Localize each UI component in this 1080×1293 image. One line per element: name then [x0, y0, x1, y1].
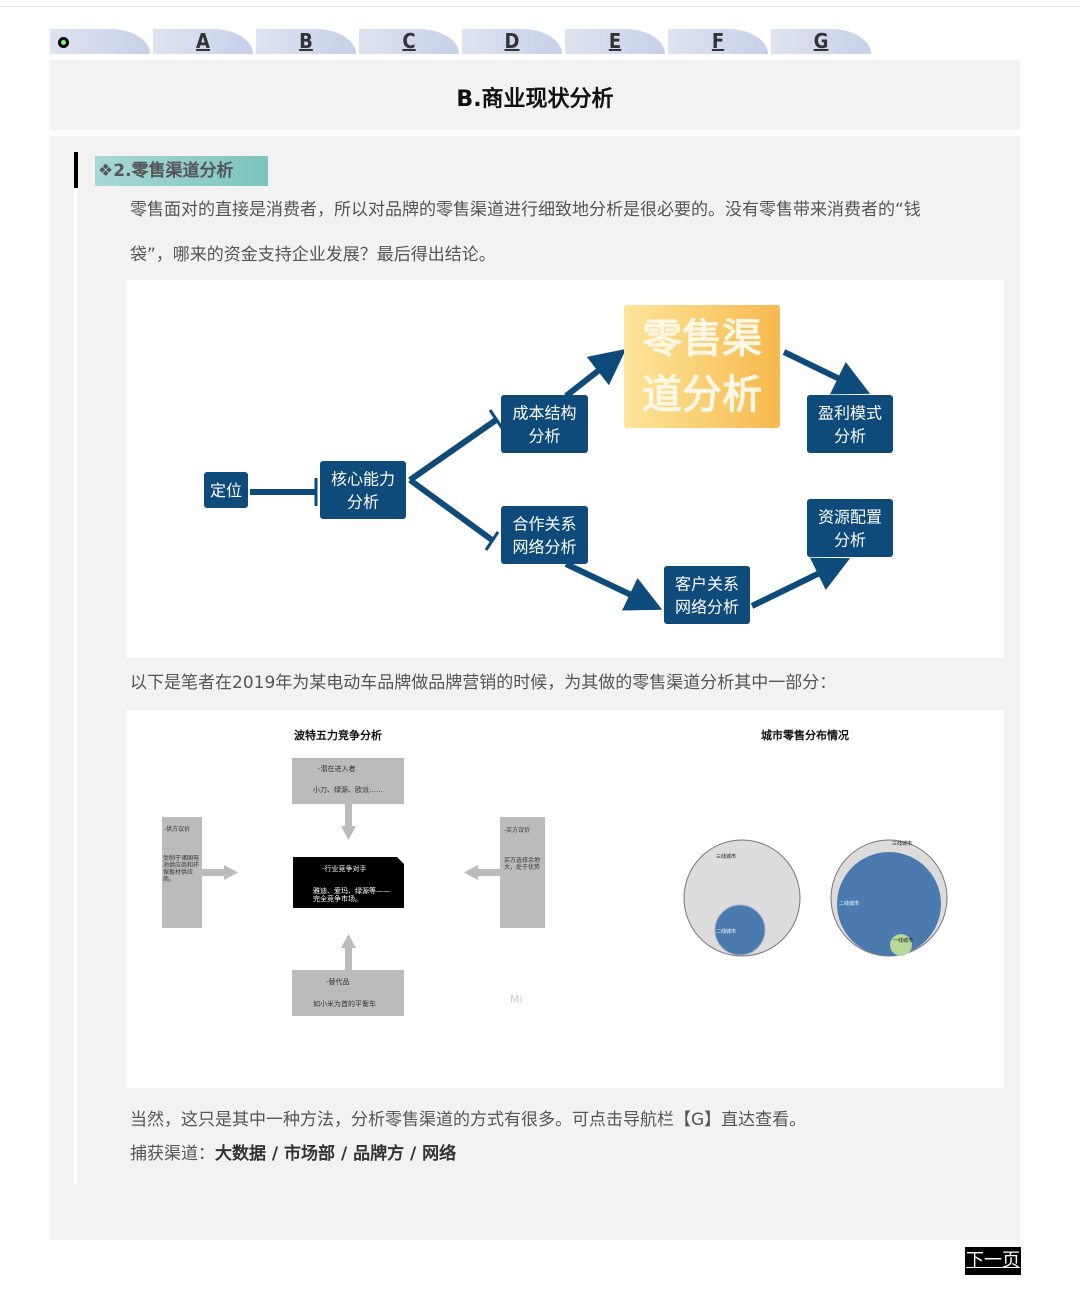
next-page-button[interactable]: 下一页 — [965, 1247, 1021, 1275]
node-resource — [807, 499, 893, 557]
node-resource-label: 资源配置 — [818, 508, 882, 527]
circle-tier3-left — [683, 839, 801, 957]
circle-tier2-left — [714, 904, 766, 956]
entrants-box — [292, 758, 404, 804]
node-partner-label: 网络分析 — [512, 538, 576, 557]
intro-text-1: 零售面对的直接是消费者，所以对品牌的零售渠道进行细致地分析是很必要的。没有零售带… — [130, 200, 921, 220]
suppliers-text: 受制于诸国电池供应商和环保板材供应商。 — [163, 855, 200, 883]
label-tier2-left: 二线城市 — [716, 928, 736, 935]
label-tier3-left: 三线城市 — [716, 853, 736, 860]
tab-a[interactable]: A — [153, 29, 253, 54]
node-position-label: 定位 — [210, 481, 242, 500]
buyers-text: 买方选择余地大，处于优势 — [504, 857, 541, 871]
buyers-box — [500, 817, 545, 928]
node-cost-label: 分析 — [528, 427, 560, 446]
watermark: Mi — [510, 993, 523, 1006]
rivals-text-2: 完全竞争市场。 — [313, 894, 362, 903]
section-marker — [74, 152, 78, 188]
circle-tier2-right — [837, 852, 941, 956]
node-cost — [501, 395, 588, 453]
city-title: 城市零售分布情况 — [761, 728, 849, 742]
tab-b[interactable]: B — [256, 29, 356, 54]
circle-tier1-right — [890, 934, 912, 956]
node-core-label: 分析 — [347, 493, 379, 512]
porter-title: 波特五力竞争分析 — [294, 728, 382, 742]
tab-d[interactable]: D — [462, 29, 562, 54]
buyers-label: -买方议价 — [504, 826, 530, 834]
page-title: B.商业现状分析 — [50, 60, 1020, 130]
node-cost-label: 成本结构 — [512, 404, 576, 423]
node-core-label: 核心能力 — [331, 470, 395, 489]
entrants-label: -潜在进入者 — [318, 764, 356, 773]
substitutes-text: 如小米为首的平衡车 — [313, 999, 376, 1008]
tab-home[interactable] — [50, 29, 150, 54]
flowchart-image: 零售渠 道分析 定位核心能力分析成本结构分析合作关系网络分析客户关系网络分析盈利… — [126, 280, 1004, 658]
home-circle-icon — [58, 37, 69, 48]
note-text: 当然，这只是其中一种方法，分析零售渠道的方式有很多。可点击导航栏【G】直达查看。 — [130, 1110, 807, 1130]
node-partner-label: 合作关系 — [512, 515, 576, 534]
analysis-image: 波特五力竞争分析 -潜在进入者 小刀、绿源、欧派…… -供方议价 受制于诸国电池… — [126, 710, 1004, 1088]
rivals-box — [293, 857, 404, 908]
caption-text: 以下是笔者在2019年为某电动车品牌做品牌营销的时候，为其做的零售渠道分析其中一… — [130, 673, 837, 693]
tab-c[interactable]: C — [359, 29, 459, 54]
center-line-1: 零售渠 — [642, 316, 762, 362]
label-tier3-right: 三线城市 — [892, 840, 912, 847]
sources-label: 捕获渠道： — [130, 1144, 215, 1164]
node-partner — [501, 506, 588, 564]
nav-tabs: A B C D E F G — [50, 29, 874, 54]
center-node — [624, 305, 780, 428]
section-title: ❖2.零售渠道分析 — [95, 156, 268, 186]
entrants-text: 小刀、绿源、欧派…… — [313, 785, 383, 794]
node-profit-label: 分析 — [834, 427, 866, 446]
tab-e[interactable]: E — [565, 29, 665, 54]
node-customer-label: 客户关系 — [675, 575, 739, 594]
node-customer — [664, 566, 750, 624]
intro-text-2: 袋”，哪来的资金支持企业发展？最后得出结论。 — [130, 245, 496, 265]
node-resource-label: 分析 — [834, 531, 866, 550]
sources-list: 大数据 / 市场部 / 品牌方 / 网络 — [215, 1144, 457, 1164]
label-tier1-right: 一线城市 — [893, 937, 913, 944]
center-line-2: 道分析 — [642, 372, 762, 418]
substitutes-label: -替代品 — [326, 977, 350, 986]
substitutes-box — [292, 970, 404, 1016]
suppliers-box — [162, 817, 202, 928]
tab-g[interactable]: G — [771, 29, 871, 54]
section-line — [74, 188, 77, 1184]
label-tier2-right: 二线城市 — [839, 900, 859, 907]
node-profit — [807, 395, 893, 453]
tab-f[interactable]: F — [668, 29, 768, 54]
rivals-text-1: 雅迪、爱玛、绿源等—— — [313, 886, 390, 895]
node-customer-label: 网络分析 — [675, 598, 739, 617]
node-core — [320, 461, 406, 519]
top-divider — [0, 6, 1080, 7]
node-profit-label: 盈利模式 — [818, 404, 882, 423]
node-position — [204, 472, 248, 508]
sources-line: 捕获渠道：大数据 / 市场部 / 品牌方 / 网络 — [130, 1132, 456, 1177]
suppliers-label: -供方议价 — [164, 825, 190, 833]
rivals-label: -行业竞争对手 — [322, 864, 367, 873]
